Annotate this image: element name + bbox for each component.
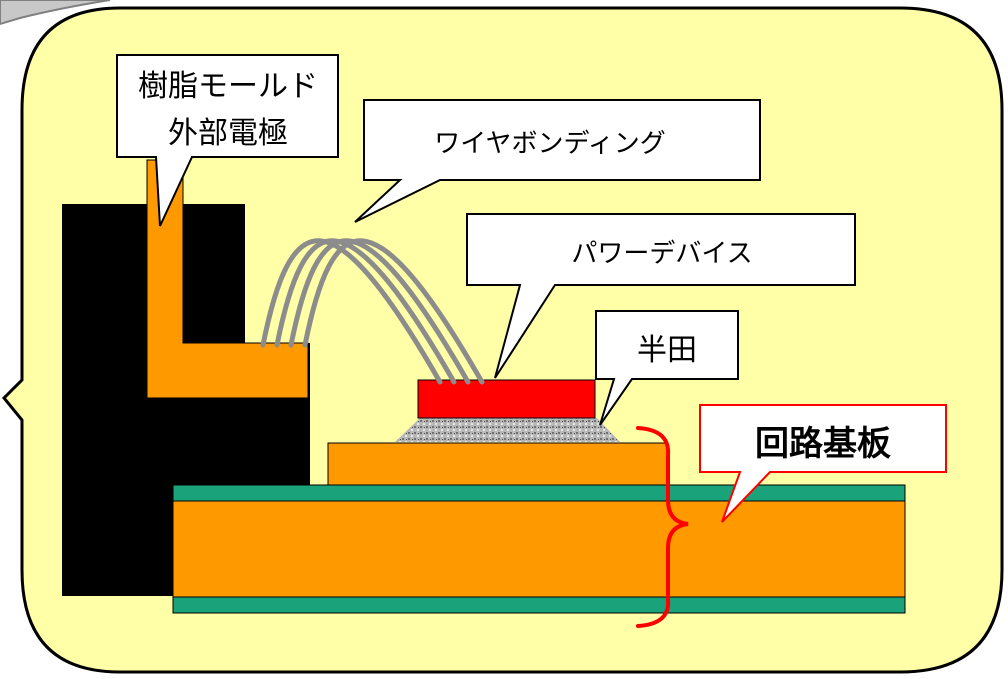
callout-circuit-board: 回路基板 bbox=[699, 404, 947, 523]
label-wire-bonding: ワイヤボンディング bbox=[434, 129, 665, 159]
bonding-wire bbox=[302, 238, 485, 385]
callout-wire-bonding: ワイヤボンディング bbox=[354, 99, 761, 223]
solder-layer bbox=[395, 418, 620, 442]
callout-power-device: パワーデバイス bbox=[466, 213, 856, 379]
circuit-board-top-green-layer bbox=[172, 484, 906, 502]
circuit-board-core bbox=[172, 500, 906, 598]
corner-decoration bbox=[0, 0, 111, 26]
circuit-board-upper-layer bbox=[327, 442, 668, 486]
power-device-chip bbox=[417, 379, 596, 419]
circuit-board-brace bbox=[636, 426, 689, 628]
label-resin-mold: 樹脂モールド bbox=[138, 69, 318, 104]
label-power-device: パワーデバイス bbox=[571, 239, 752, 269]
callout-mold-electrode: 樹脂モールド 外部電極 bbox=[116, 54, 339, 227]
circuit-board-bottom-green-layer bbox=[172, 596, 906, 614]
label-circuit-board: 回路基板 bbox=[755, 424, 891, 464]
label-external-electrode: 外部電極 bbox=[168, 116, 288, 151]
label-solder: 半田 bbox=[637, 333, 697, 368]
callout-solder: 半田 bbox=[595, 310, 739, 426]
bonding-wires bbox=[260, 238, 485, 385]
